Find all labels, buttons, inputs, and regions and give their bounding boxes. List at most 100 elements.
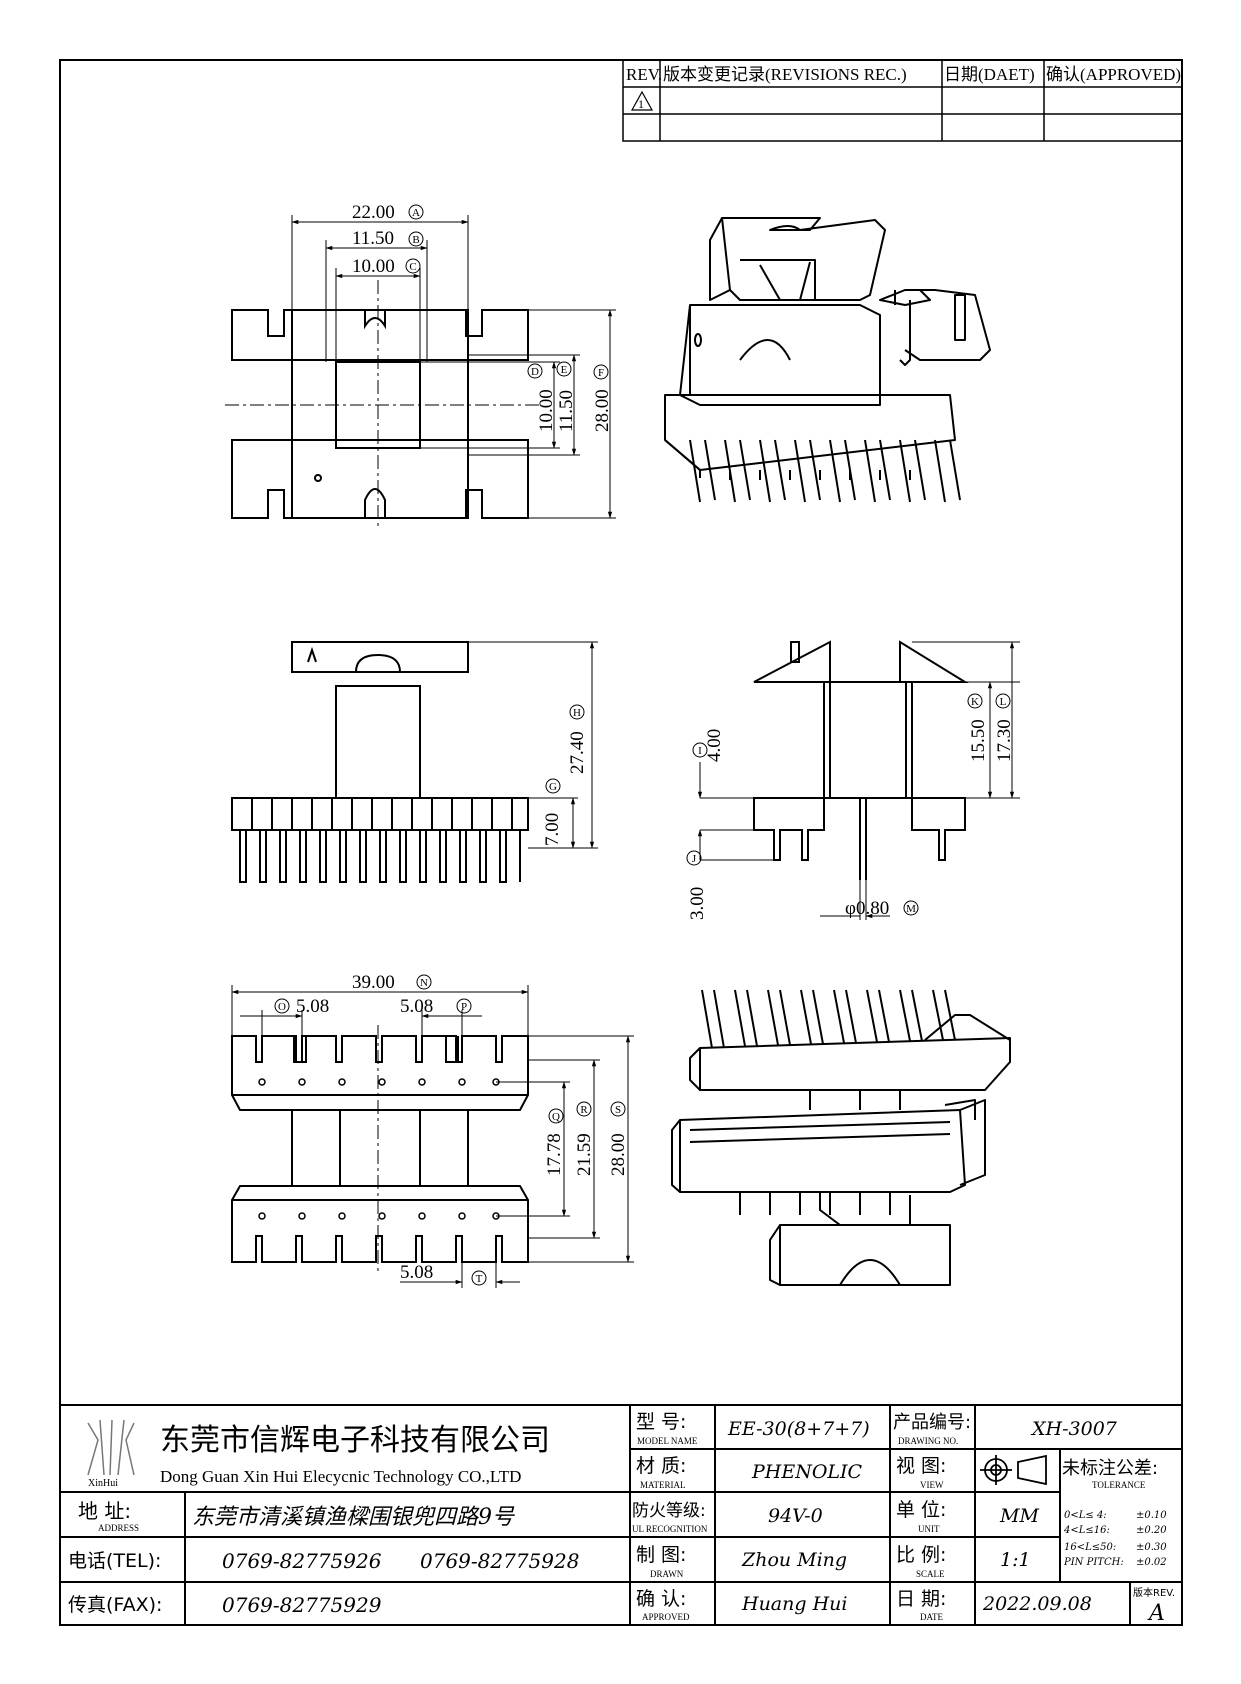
revision-triangle-icon: 1	[630, 90, 654, 111]
tolerance-title-en: TOLERANCE	[1092, 1480, 1146, 1490]
dim-b-label: B	[412, 234, 419, 246]
dim-l-label: L	[1000, 696, 1007, 708]
title-block-text: 东莞市信辉电子科技有限公司 Dong Guan Xin Hui Elecycni…	[68, 1411, 1175, 1626]
top-view-centerlines	[225, 280, 540, 530]
dim-n-label: N	[420, 977, 428, 989]
dim-o-value: 5.08	[296, 996, 329, 1017]
dim-q-label: Q	[552, 1111, 560, 1123]
tolerance-range-1: 0<L≤ 4:	[1064, 1510, 1107, 1521]
model-value: EE-30(8+7+7)	[727, 1418, 870, 1440]
top-view-dimension-text: 22.00 11.50 10.00 10.00 11.50 28.00	[352, 202, 613, 432]
front-view-dimension-lines	[468, 641, 598, 849]
dim-e-value: 11.50	[556, 390, 577, 432]
side-view-dimension-text: 4.00 3.00 15.50 17.30 φ0.80	[687, 719, 1015, 920]
front-view-dimension-labels: G H	[545, 704, 585, 794]
dim-l-value: 17.30	[994, 719, 1015, 762]
fax-value: 0769-82775929	[222, 1593, 382, 1617]
tolerance-value-3: ±0.30	[1136, 1542, 1167, 1553]
address-label-en: ADDRESS	[98, 1523, 139, 1533]
address-label: 地 址:	[78, 1499, 131, 1523]
material-label-en: MATERIAL	[640, 1480, 686, 1490]
material-label: 材 质:	[636, 1455, 686, 1477]
tolerance-value-2: ±0.20	[1136, 1525, 1167, 1536]
unit-label-en: UNIT	[918, 1524, 940, 1534]
side-view-dimension-labels: I J K L M	[686, 693, 1011, 916]
dim-s-value: 28.00	[608, 1133, 629, 1176]
dim-f-label: F	[598, 367, 604, 379]
tolerance-range-4: PIN PITCH:	[1063, 1557, 1124, 1568]
company-name-cn: 东莞市信辉电子科技有限公司	[160, 1423, 550, 1458]
unit-label: 单 位:	[896, 1499, 946, 1521]
dim-i-value: 4.00	[704, 729, 725, 762]
dim-p-label: P	[461, 1001, 467, 1013]
side-view-dimension-lines	[697, 641, 1020, 920]
tolerance-range-3: 16<L≤50:	[1064, 1542, 1116, 1553]
model-label: 型 号:	[636, 1411, 686, 1433]
bottom-view-pin-holes	[258, 1078, 500, 1220]
dim-h-value: 27.40	[567, 731, 588, 774]
dim-d-value: 10.00	[536, 389, 557, 432]
dim-q-value: 17.78	[544, 1133, 565, 1176]
isometric-top-pins	[689, 439, 961, 503]
logo-text: XinHui	[88, 1478, 118, 1489]
bottom-view-dimension-text: 39.00 5.08 5.08 17.78 21.59 28.00 5.08	[296, 972, 629, 1283]
scale-label-en: SCALE	[916, 1569, 945, 1579]
dim-f-value: 28.00	[592, 389, 613, 432]
dim-j-value: 3.00	[687, 887, 708, 920]
unit-value: MM	[999, 1505, 1039, 1527]
top-view	[231, 309, 529, 519]
dim-o-label: O	[278, 1001, 286, 1013]
tolerance-value-4: ±0.02	[1136, 1557, 1167, 1568]
front-view-dimension-text: 7.00 27.40	[542, 731, 588, 846]
date-label: 日 期:	[896, 1588, 946, 1610]
date-header: 日期(DAET)	[944, 65, 1035, 84]
approved-value: Huang Hui	[741, 1593, 847, 1615]
rev-header: REV.	[626, 65, 662, 84]
projection-symbol-icon	[980, 1454, 1047, 1486]
approved-label-en: APPROVED	[642, 1612, 690, 1622]
dim-g-label: G	[549, 781, 557, 793]
dim-k-label: K	[971, 696, 979, 708]
isometric-bottom-pins	[689, 989, 956, 1143]
dim-b-value: 11.50	[352, 228, 394, 249]
date-value: 2022.09.08	[982, 1593, 1092, 1615]
revisions-header: 版本变更记录(REVISIONS REC.)	[663, 65, 907, 84]
revision-headers: REV. 版本变更记录(REVISIONS REC.) 日期(DAET) 确认(…	[626, 65, 1181, 84]
tel-2: 0769-82775928	[420, 1549, 579, 1573]
tolerance-range-2: 4<L≤16:	[1063, 1525, 1110, 1536]
flame-value: 94V-0	[768, 1505, 823, 1527]
view-label: 视 图:	[896, 1455, 946, 1477]
dim-c-label: C	[409, 261, 416, 273]
front-view	[231, 641, 529, 883]
tel-1: 0769-82775926	[222, 1549, 382, 1573]
dim-j-label: J	[692, 853, 697, 865]
tolerance-value-1: ±0.10	[1136, 1510, 1167, 1521]
dim-n-value: 39.00	[352, 972, 395, 993]
dim-e-label: E	[561, 364, 568, 376]
dim-t-value: 5.08	[400, 1262, 433, 1283]
dim-c-value: 10.00	[352, 256, 395, 277]
date-label-en: DATE	[920, 1612, 943, 1622]
drawing-no-value: XH-3007	[1030, 1418, 1118, 1440]
bottom-view-dimension-lines	[231, 985, 634, 1288]
title-block-grid	[59, 1404, 1183, 1626]
material-value: PHENOLIC	[751, 1461, 863, 1483]
dim-m-value: φ0.80	[845, 898, 889, 919]
dim-m-label: M	[906, 903, 916, 915]
tolerance-title: 未标注公差:	[1062, 1458, 1158, 1479]
side-view	[753, 640, 969, 880]
drawn-label-en: DRAWN	[650, 1569, 684, 1579]
drawing-no-label: 产品编号:	[893, 1412, 971, 1433]
top-view-dimension-lines	[291, 215, 616, 519]
bottom-view	[231, 1035, 529, 1263]
rev-label: 版本REV.	[1133, 1586, 1175, 1599]
flame-label: 防火等级:	[632, 1501, 706, 1521]
drawn-label: 制 图:	[636, 1544, 686, 1566]
sheet-border	[59, 59, 1183, 1626]
dim-i-label: I	[698, 745, 702, 757]
address-value: 东莞市清溪镇渔樑围银兜四路9号	[192, 1505, 515, 1530]
dim-s-label: S	[615, 1104, 621, 1116]
revision-table	[622, 59, 1183, 142]
tel-label: 电话(TEL):	[68, 1550, 161, 1572]
